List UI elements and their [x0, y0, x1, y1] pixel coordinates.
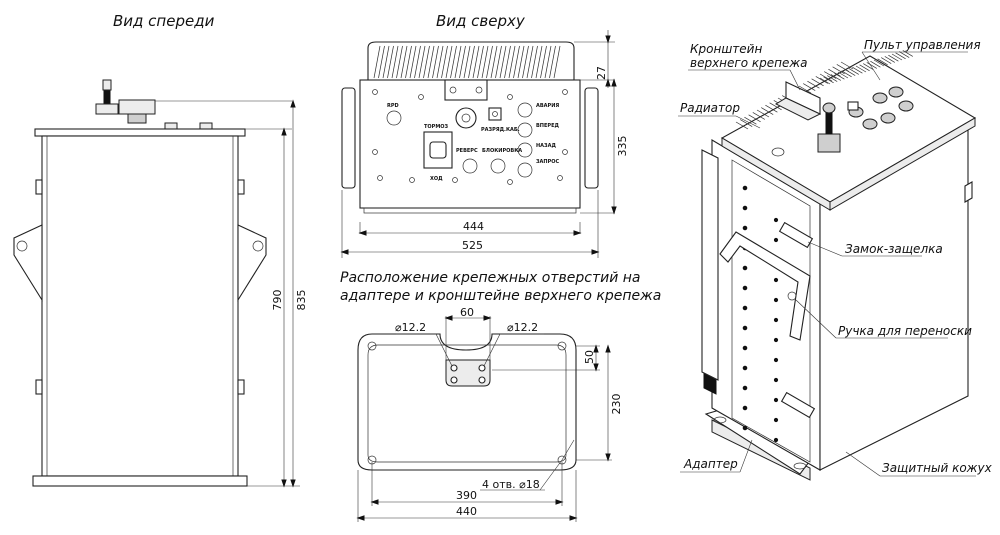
control-panel-top — [359, 79, 581, 209]
panel-button — [199, 122, 213, 130]
side-ear-left — [13, 224, 43, 302]
callout-latch: Замок-защелка — [845, 242, 943, 256]
latch-right-bottom — [237, 379, 245, 395]
callout-bracket-line2: верхнего крепежа — [690, 56, 808, 70]
mount-hole — [557, 341, 567, 351]
handle-left — [341, 87, 356, 189]
dim-60: 60 — [460, 306, 474, 319]
dim-27: 27 — [595, 66, 608, 80]
label-revers: РЕВЕРС — [456, 148, 478, 154]
dim-d12-left: ⌀12.2 — [395, 321, 426, 334]
isometric-view: Кронштейн верхнего крепежа Пульт управле… — [678, 38, 993, 481]
label-nazad: НАЗАД — [536, 143, 556, 149]
dim-390: 390 — [456, 489, 477, 502]
key-switch — [488, 107, 502, 121]
latch-left-top — [35, 179, 43, 195]
holes-title-line2: адаптере и кронштейне верхнего крепежа — [340, 288, 661, 304]
dim-50: 50 — [583, 350, 596, 364]
mount-hole — [367, 341, 377, 351]
dim-790: 790 — [271, 290, 284, 311]
iso-handle — [719, 231, 811, 341]
radiator — [367, 41, 575, 81]
dim-835: 835 — [295, 290, 308, 311]
callout-bracket-line1: Кронштейн — [690, 42, 762, 56]
holes-view: Расположение крепежных отверстий на адап… — [340, 270, 661, 522]
joystick-knob — [102, 79, 112, 91]
label-hod: ХОД — [430, 176, 443, 182]
iso-latch-bottom — [780, 391, 816, 419]
joystick-base — [95, 103, 119, 115]
label-tormoz: ТОРМОЗ — [424, 124, 449, 130]
dim-525: 525 — [462, 239, 483, 252]
adapter-outline — [357, 333, 577, 471]
top-lid — [34, 128, 246, 137]
callout-control-panel: Пульт управления — [864, 38, 981, 52]
latch-left-bottom — [35, 379, 43, 395]
emergency-button — [127, 113, 147, 124]
iso-joystick-base — [817, 133, 841, 153]
label-blokirovka: БЛОКИРОВКА — [482, 148, 522, 154]
callout-cover: Защитный кожух — [882, 461, 993, 475]
handle-right — [584, 87, 599, 189]
adapter-base — [32, 475, 248, 487]
dim-4holes: 4 отв. ⌀18 — [482, 478, 540, 491]
label-zapros: ЗАПРОС — [536, 159, 560, 165]
dim-335: 335 — [616, 136, 629, 157]
holes-title-line1: Расположение крепежных отверстий на — [340, 270, 640, 286]
callout-radiator: Радиатор — [680, 101, 740, 115]
latch-right-top — [237, 179, 245, 195]
control-housing — [118, 99, 156, 115]
dim-d12-right: ⌀12.2 — [507, 321, 538, 334]
label-rpd: RPD — [387, 103, 399, 109]
emergency-stop-top — [455, 107, 477, 129]
label-vpered: ВПЕРЕД — [536, 123, 559, 129]
dim-444: 444 — [463, 220, 484, 233]
side-ear-right — [237, 224, 267, 302]
joystick-handle — [103, 90, 111, 105]
iso-joystick — [825, 109, 833, 135]
enclosure-body — [41, 135, 239, 477]
panel-button — [164, 122, 178, 130]
dim-440: 440 — [456, 505, 477, 518]
top-bracket — [444, 79, 488, 101]
top-view-title: Вид сверху — [436, 12, 526, 30]
label-avariya: АВАРИЯ — [536, 103, 559, 109]
front-view-title: Вид спереди — [113, 12, 215, 30]
label-razryadka: РАЗРЯД.КАБ. — [481, 127, 520, 133]
front-view: Вид спереди 790 835 — [13, 12, 308, 488]
dim-230: 230 — [610, 394, 623, 415]
callout-handle: Ручка для переноски — [838, 324, 972, 338]
top-view: Вид сверху RPD РАЗРЯД.КАБ. ТОРМОЗ ХОД РЕ… — [340, 12, 629, 258]
callout-adapter: Адаптер — [683, 457, 738, 471]
